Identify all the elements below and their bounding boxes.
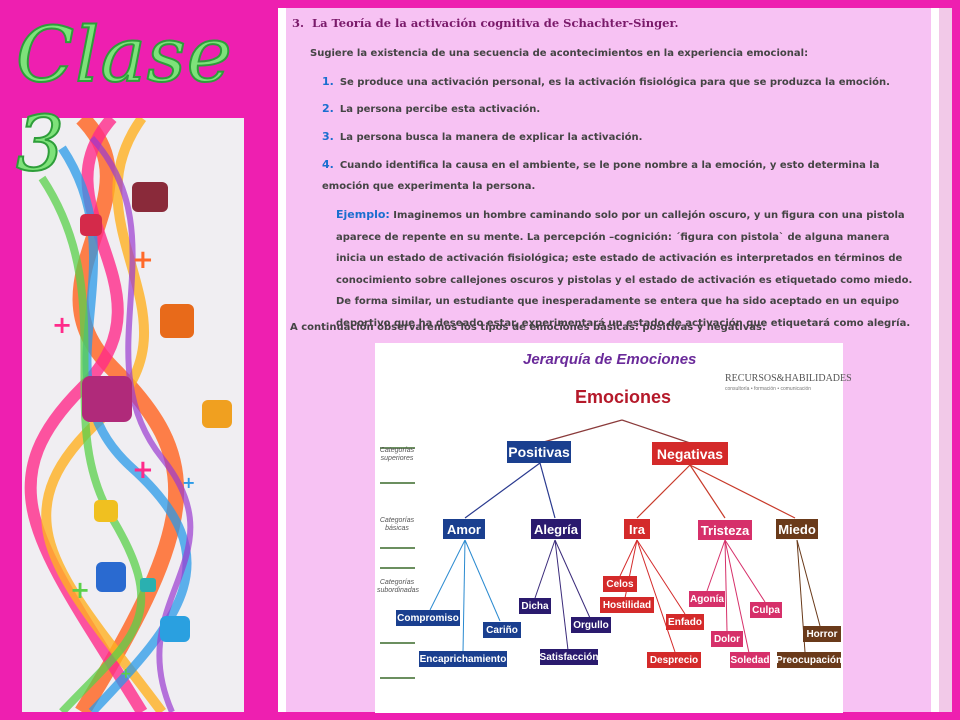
category-label: Categorías básicas (379, 517, 415, 532)
emotion-hierarchy-diagram: Categorías superiores Categorías básicas… (375, 343, 852, 713)
phone-icon (82, 376, 132, 422)
diagram-lines (380, 419, 821, 679)
list-item: 3.La persona busca la manera de explicar… (322, 130, 643, 143)
colorful-ribbons-illustration: + + + + + + (24, 118, 232, 712)
intro-text: Sugiere la existencia de una secuencia d… (310, 48, 809, 59)
plus-icon: + (132, 245, 154, 275)
category-label: Categorías subordinadas (377, 579, 420, 594)
node-amor: Amor (443, 519, 485, 539)
node-preocupacion: Preocupación (776, 652, 842, 668)
decorative-side-panel: Clase 3 + + + + + + (8, 8, 266, 712)
node-horror: Horror (803, 626, 841, 642)
diagram-title: Jerarquía de Emociones (523, 351, 697, 368)
list-item: 4.Cuando identifica la causa en el ambie… (322, 158, 880, 192)
cart-icon (96, 562, 126, 592)
chat-bubble-icon (132, 182, 168, 212)
list-item: 1.Se produce una activación personal, es… (322, 75, 890, 88)
section-heading: 3.La Teoría de la activación cognitiva d… (292, 16, 679, 30)
chat-icon (94, 500, 118, 522)
plus-icon: + (52, 311, 72, 339)
node-ira: Ira (624, 519, 650, 539)
slide-title: Clase 3 (15, 9, 233, 189)
node-orgullo: Orgullo (571, 617, 611, 633)
plus-icon: + (70, 576, 90, 604)
category-label: Categorías superiores (379, 447, 415, 462)
node-celos: Celos (603, 576, 637, 592)
message-icon (202, 400, 232, 428)
brand-logo: RECURSOS&HABILIDADES (725, 373, 852, 384)
node-culpa: Culpa (750, 602, 782, 618)
node-dolor: Dolor (711, 631, 743, 647)
example-paragraph: Ejemplo: Imaginemos un hombre caminando … (336, 208, 913, 329)
node-desprecio: Desprecio (647, 652, 701, 668)
node-compromiso: Compromiso (396, 610, 460, 626)
plus-icon: + (120, 666, 132, 682)
node-enfado: Enfado (666, 614, 704, 630)
node-agonia: Agonía (689, 591, 725, 607)
node-carino: Cariño (483, 622, 521, 638)
node-root: Emociones (575, 387, 672, 407)
node-negativas: Negativas (652, 442, 728, 465)
bookmark-icon (160, 304, 194, 338)
node-hostilidad: Hostilidad (600, 597, 654, 613)
email-icon (80, 214, 102, 236)
note-text: A continuación observaremos los tipos de… (290, 322, 766, 333)
bubble-icon (160, 616, 190, 642)
node-tristeza: Tristeza (698, 520, 752, 540)
node-satisfaccion: Satisfacción (540, 649, 598, 665)
node-positivas: Positivas (507, 441, 571, 463)
plus-icon: + (182, 473, 195, 492)
node-encaprichamiento: Encaprichamiento (419, 651, 507, 667)
small-chat-icon (140, 578, 156, 592)
node-dicha: Dicha (519, 598, 551, 614)
node-alegria: Alegría (531, 519, 581, 539)
list-item: 2.La persona percibe esta activación. (322, 102, 541, 115)
brand-tagline: consultoría • formación • comunicación (725, 386, 812, 392)
node-soledad: Soledad (730, 652, 770, 668)
plus-icon: + (132, 455, 154, 485)
node-miedo: Miedo (776, 519, 818, 539)
